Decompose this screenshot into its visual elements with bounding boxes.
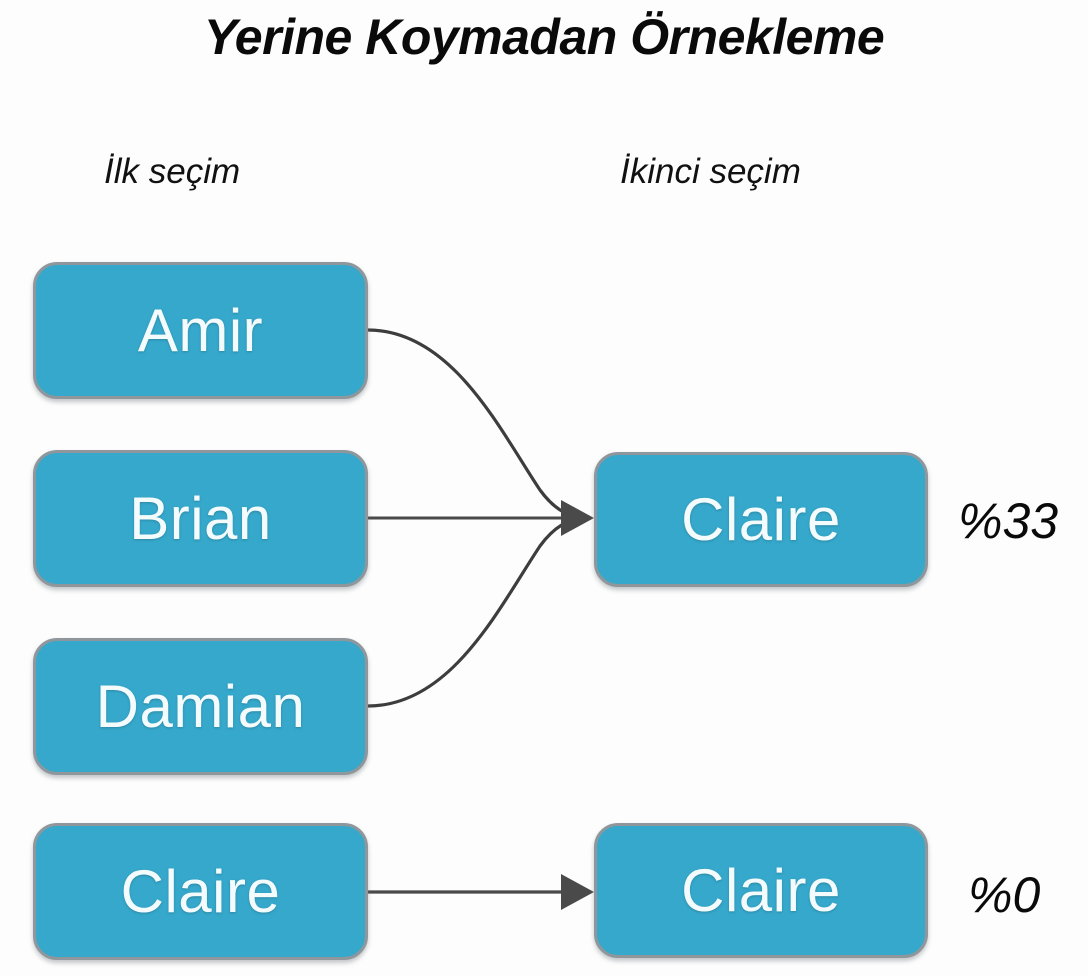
node-claire-second-pick-bottom-label: Claire [681, 856, 841, 924]
node-damian[interactable]: Damian [33, 638, 368, 775]
node-brian-label: Brian [129, 484, 272, 552]
node-damian-label: Damian [95, 672, 306, 740]
column-header-first-pick: İlk seçim [104, 152, 241, 191]
column-header-second-pick: İkinci seçim [620, 152, 801, 191]
edge-damian-to-claire [366, 516, 588, 708]
arrowhead-bottom [561, 874, 594, 910]
node-claire-second-pick-bottom[interactable]: Claire [594, 823, 928, 958]
page-title: Yerine Koymadan Örnekleme [203, 9, 885, 65]
node-claire-second-pick-top[interactable]: Claire [594, 452, 928, 587]
node-claire-first-pick[interactable]: Claire [33, 823, 368, 960]
node-brian[interactable]: Brian [33, 450, 368, 587]
arrowhead-top-group [561, 500, 594, 536]
node-claire-first-pick-label: Claire [120, 857, 281, 925]
probability-label-top: %33 [958, 493, 1059, 549]
node-amir-label: Amir [137, 296, 264, 364]
node-amir[interactable]: Amir [33, 262, 368, 399]
node-claire-second-pick-top-label: Claire [681, 485, 841, 553]
probability-label-bottom: %0 [968, 867, 1041, 923]
edge-amir-to-claire [366, 328, 588, 520]
